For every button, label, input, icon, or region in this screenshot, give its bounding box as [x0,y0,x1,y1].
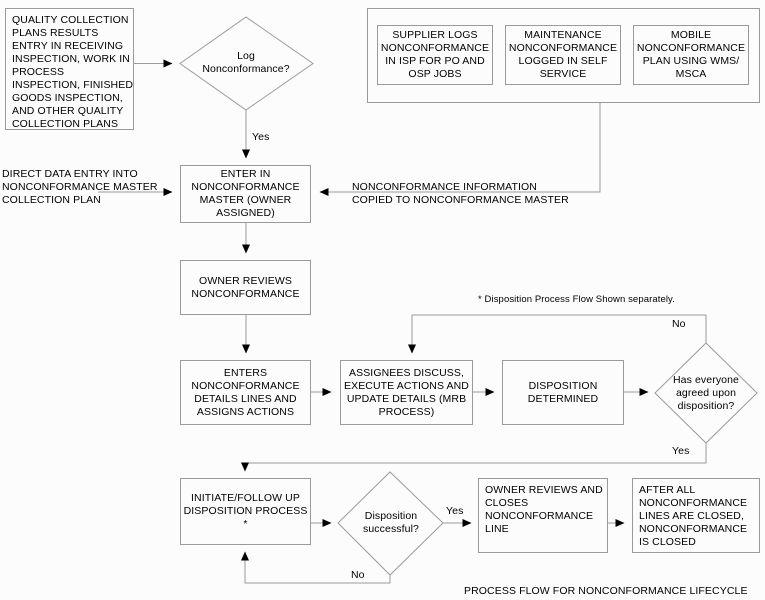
node-owner-closes-line: OWNER REVIEWS AND CLOSES NONCONFORMANCE … [478,478,608,553]
node-nonconformance-closed-label: AFTER ALL NONCONFORMANCE LINES ARE CLOSE… [639,484,748,548]
node-assignees-discuss: ASSIGNEES DISCUSS, EXECUTE ACTIONS AND U… [340,360,473,425]
edge-label-agreed-yes: Yes [672,445,689,457]
decision-log-nonconformance-label: Log Nonconformance? [186,50,306,76]
edge-label-disposition-yes: Yes [446,505,463,517]
decision-disposition-successful-text: Disposition successful? [363,510,419,535]
node-enters-details: ENTERS NONCONFORMANCE DETAILS LINES AND … [180,360,311,425]
node-nonconformance-closed: AFTER ALL NONCONFORMANCE LINES ARE CLOSE… [632,478,760,553]
node-initiate-disposition: INITIATE/FOLLOW UP DISPOSITION PROCESS * [180,478,311,545]
edge-label-disposition-no-text: No [351,569,365,581]
node-disposition-determined-label: DISPOSITION DETERMINED [527,379,599,405]
diagram-caption: PROCESS FLOW FOR NONCONFORMANCE LIFECYCL… [464,585,748,597]
label-copied-to-master: NONCONFORMANCE INFORMATION COPIED TO NON… [352,168,612,207]
node-owner-reviews: OWNER REVIEWS NONCONFORMANCE [180,260,311,315]
decision-log-nonconformance [179,16,314,111]
node-quality-collection-plans: QUALITY COLLECTION PLANS RESULTS ENTRY I… [5,8,134,130]
edge-agreed-yes-to-initiate [241,443,707,472]
node-enter-in-master: ENTER IN NONCONFORMANCE MASTER (OWNER AS… [180,165,311,223]
node-quality-collection-plans-label: QUALITY COLLECTION PLANS RESULTS ENTRY I… [12,14,134,130]
footnote-disposition-process: * Disposition Process Flow Shown separat… [478,294,675,305]
node-maintenance-logged: MAINTENANCE NONCONFORMANCE LOGGED IN SEL… [505,25,621,85]
footnote-text: * Disposition Process Flow Shown separat… [478,294,675,305]
decision-disposition-successful [337,471,444,576]
decision-log-nonconformance-text: Log Nonconformance? [202,50,290,75]
edge-label-disposition-no: No [351,569,365,581]
node-owner-closes-line-label: OWNER REVIEWS AND CLOSES NONCONFORMANCE … [485,484,603,535]
label-direct-data-entry-text: DIRECT DATA ENTRY INTO NONCONFORMANCE MA… [2,168,158,206]
diagram-caption-text: PROCESS FLOW FOR NONCONFORMANCE LIFECYCL… [464,585,748,597]
node-supplier-logs: SUPPLIER LOGS NONCONFORMANCE IN ISP FOR … [377,25,493,85]
node-enters-details-label: ENTERS NONCONFORMANCE DETAILS LINES AND … [191,366,300,418]
edge-label-agreed-no-text: No [672,318,686,330]
edge-disposition-no-loop [241,551,391,584]
edge-label-disposition-yes-text: Yes [446,505,464,517]
node-owner-reviews-label: OWNER REVIEWS NONCONFORMANCE [191,274,300,300]
edge-agreed-no-loop [408,314,707,354]
node-mobile-plan: MOBILE NONCONFORMANCE PLAN USING WMS/ MS… [633,25,749,85]
decision-has-everyone-agreed [654,342,758,444]
label-copied-to-master-text: NONCONFORMANCE INFORMATION COPIED TO NON… [352,181,569,206]
node-assignees-discuss-label: ASSIGNEES DISCUSS, EXECUTE ACTIONS AND U… [343,366,469,418]
node-initiate-disposition-label: INITIATE/FOLLOW UP DISPOSITION PROCESS * [183,492,308,530]
node-supplier-logs-label: SUPPLIER LOGS NONCONFORMANCE IN ISP FOR … [380,29,490,80]
node-enter-in-master-label: ENTER IN NONCONFORMANCE MASTER (OWNER AS… [191,168,300,219]
edge-label-agreed-no: No [672,318,686,330]
edge-sources-to-enter [319,103,601,196]
edge-label-log-yes: Yes [252,131,269,143]
label-direct-data-entry: DIRECT DATA ENTRY INTO NONCONFORMANCE MA… [2,155,172,207]
decision-has-everyone-agreed-label: Has everyone agreed upon disposition? [664,374,748,413]
edge-label-log-yes-text: Yes [252,131,270,143]
decision-disposition-successful-label: Disposition successful? [352,510,430,536]
nonconformance-source-group [367,8,760,103]
node-mobile-plan-label: MOBILE NONCONFORMANCE PLAN USING WMS/ MS… [636,29,746,80]
decision-has-everyone-agreed-text: Has everyone agreed upon disposition? [673,374,739,412]
node-maintenance-logged-label: MAINTENANCE NONCONFORMANCE LOGGED IN SEL… [508,29,618,80]
edge-label-agreed-yes-text: Yes [672,445,690,457]
node-disposition-determined: DISPOSITION DETERMINED [502,360,624,425]
